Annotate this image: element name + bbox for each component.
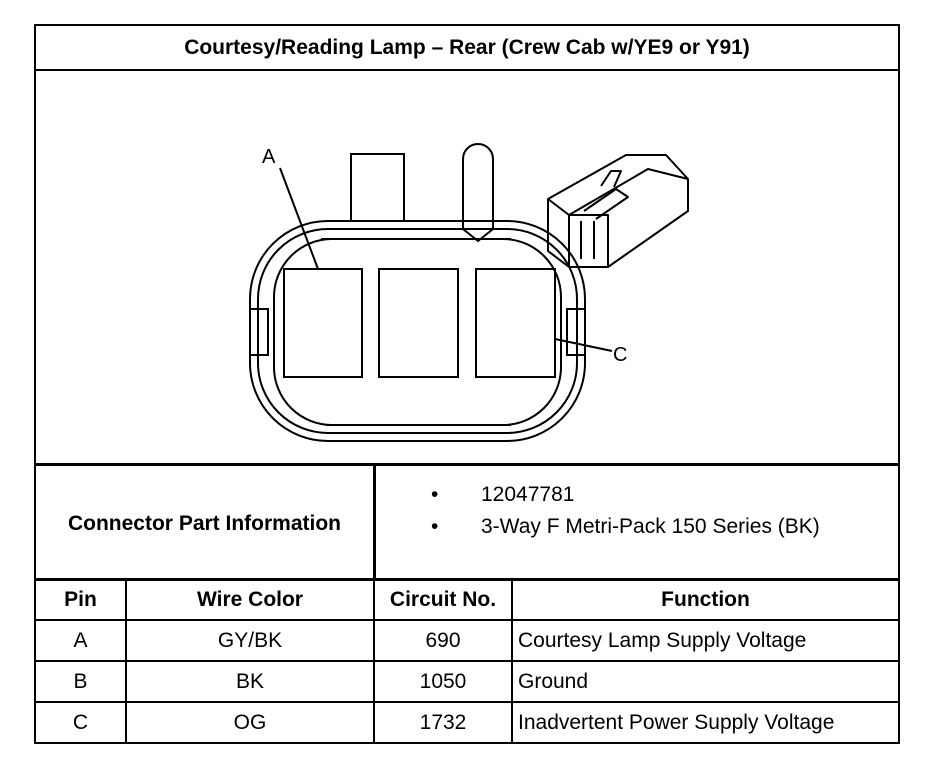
cell-pin: B (36, 660, 127, 703)
info-divider (36, 578, 898, 581)
connector-info-list: • 12047781 • 3-Way F Metri-Pack 150 Series… (376, 467, 900, 580)
table-row: B BK 1050 Ground (36, 660, 898, 703)
header-circuit-no: Circuit No. (373, 580, 513, 621)
locking-tab (350, 153, 405, 221)
pin-table: Pin Wire Color Circuit No. Function A GY… (36, 580, 898, 742)
cell-circuit-no: 1050 (373, 660, 513, 703)
info-item-text: 3-Way F Metri-Pack 150 Series (BK) (481, 515, 820, 538)
callout-c-leader (554, 338, 613, 352)
side-latch-right (566, 308, 586, 356)
connector-iso-icon (547, 154, 689, 268)
cavity-b (378, 268, 459, 378)
bullet-icon: • (431, 515, 439, 538)
polarity-key (462, 143, 494, 243)
cell-pin: A (36, 619, 127, 662)
header-function: Function (511, 580, 898, 621)
cell-circuit-no: 690 (373, 619, 513, 662)
cell-circuit-no: 1732 (373, 701, 513, 742)
connector-diagram: A C (36, 71, 898, 465)
callout-a-label: A (262, 146, 276, 168)
connector-info-label: Connector Part Information (67, 511, 341, 535)
info-column-divider (373, 466, 376, 581)
callout-c-label: C (613, 344, 627, 366)
header-pin: Pin (36, 580, 127, 621)
cell-function: Inadvertent Power Supply Voltage (511, 701, 898, 742)
cavity-a (283, 268, 363, 378)
cell-function: Courtesy Lamp Supply Voltage (511, 619, 898, 662)
cell-pin: C (36, 701, 127, 742)
connector-face-drawing: A C (249, 143, 689, 442)
table-row: A GY/BK 690 Courtesy Lamp Supply Voltage (36, 619, 898, 662)
cell-wire-color: GY/BK (125, 619, 375, 662)
callout-a-leader (279, 167, 319, 270)
header-wire-color: Wire Color (125, 580, 375, 621)
info-item-text: 12047781 (481, 483, 575, 506)
bullet-icon: • (431, 483, 439, 506)
diagram-divider (36, 463, 898, 466)
side-latch-left (249, 308, 269, 356)
connector-shell-inner (257, 228, 578, 434)
cell-function: Ground (511, 660, 898, 703)
table-row: C OG 1732 Inadvertent Power Supply Volta… (36, 701, 898, 742)
info-item-part-number: • 12047781 (431, 483, 574, 507)
info-item-description: • 3-Way F Metri-Pack 150 Series (BK) (431, 515, 820, 539)
sheet-title: Courtesy/Reading Lamp – Rear (Crew Cab w… (36, 26, 898, 71)
table-header-row: Pin Wire Color Circuit No. Function (36, 580, 898, 621)
connector-sheet: Courtesy/Reading Lamp – Rear (Crew Cab w… (34, 24, 900, 744)
cell-wire-color: OG (125, 701, 375, 742)
cell-wire-color: BK (125, 660, 375, 703)
connector-shell-outer (249, 220, 586, 442)
cavity-c (475, 268, 556, 378)
